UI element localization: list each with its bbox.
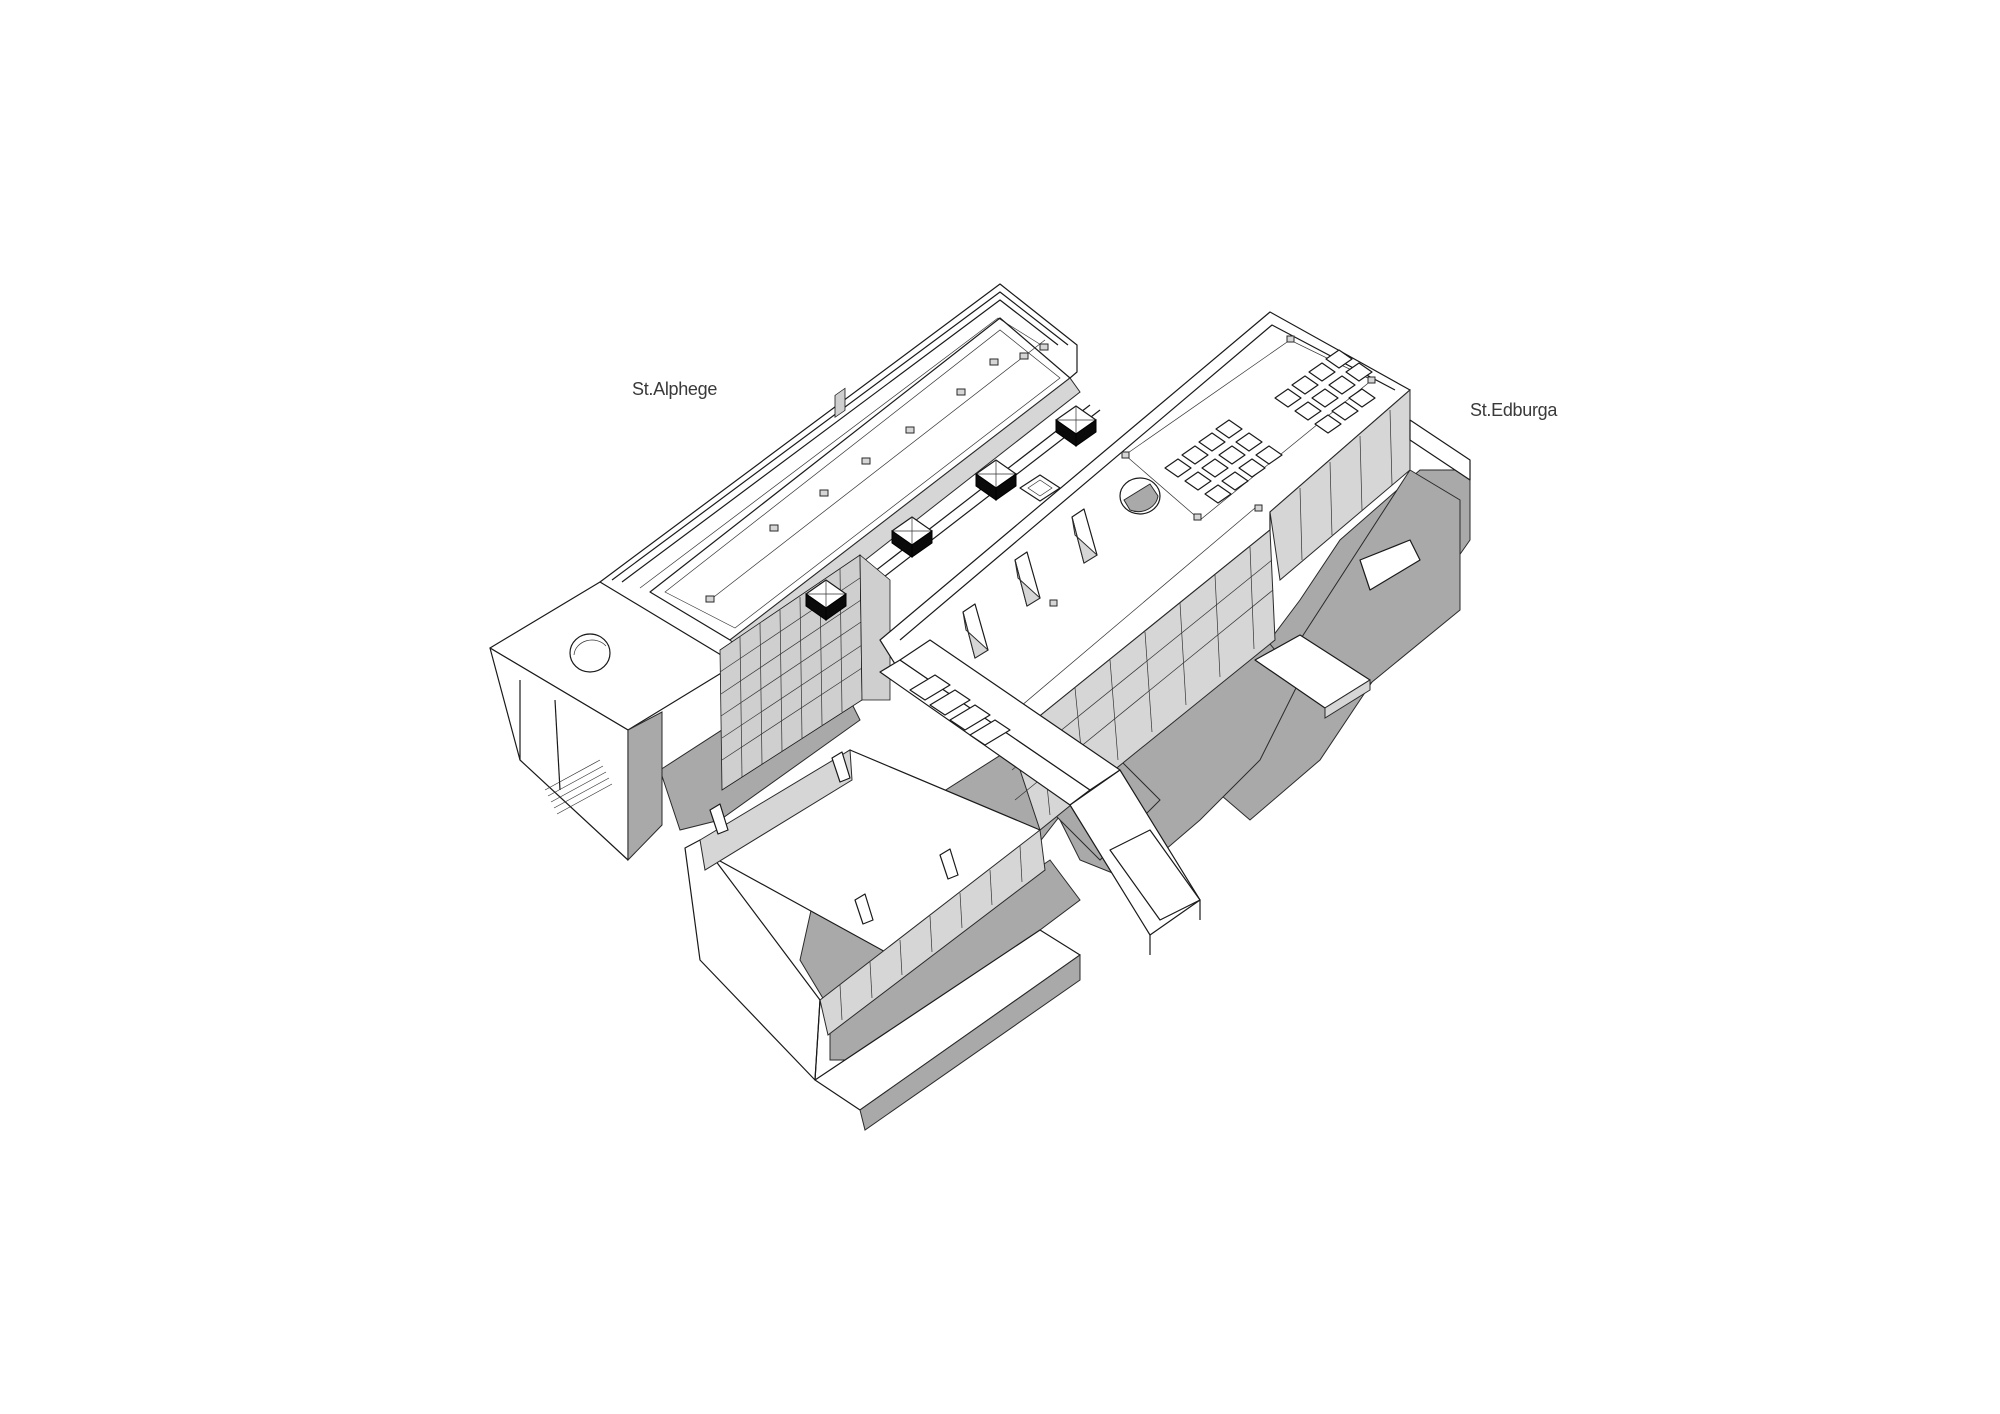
courtyard-wing [684,387,1081,1131]
st-alphege-building [489,283,1101,862]
link-bridge [879,639,1201,955]
rooftop-vents [805,405,1097,621]
solar-panels [1164,349,1376,504]
label-st-alphege: St.Alphege [632,379,718,399]
label-st-edburga: St.Edburga [1470,400,1558,420]
skylight-prisms [962,508,1098,659]
